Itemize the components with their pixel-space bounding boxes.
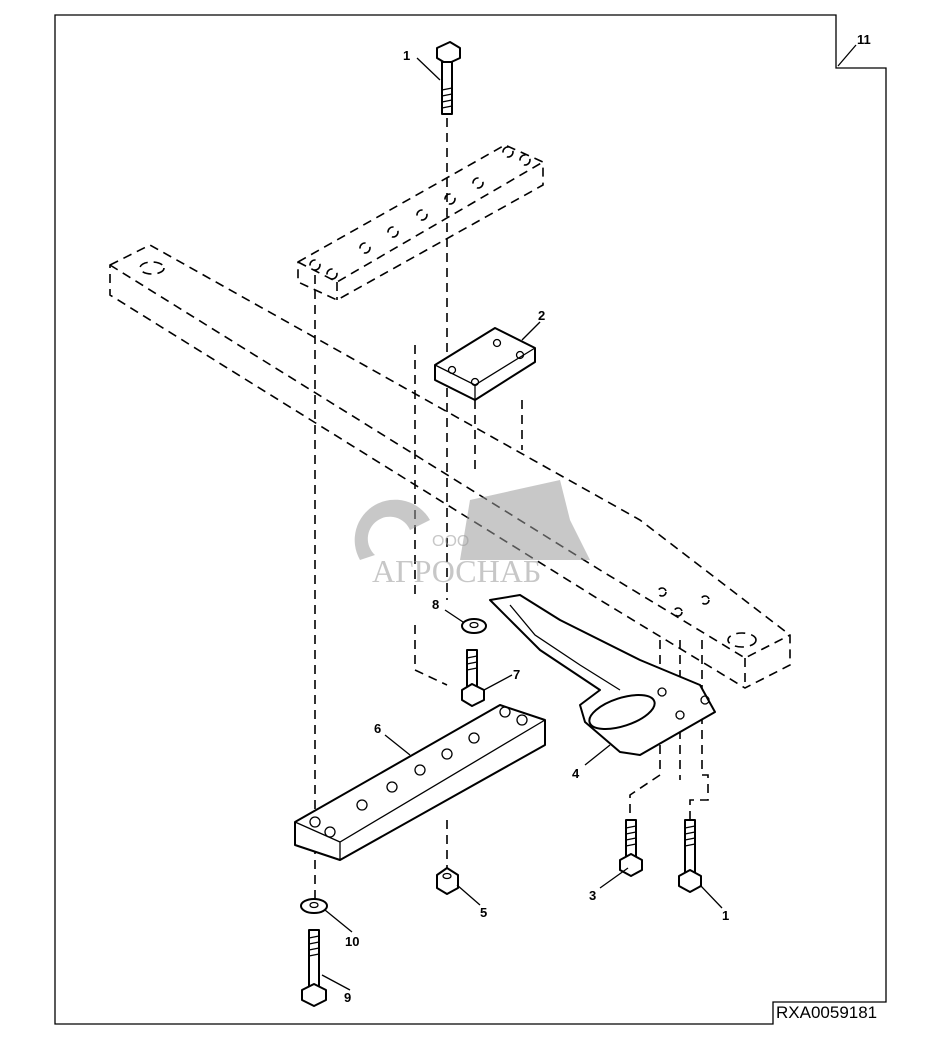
bar-part-6	[294, 704, 546, 861]
diagram-frame	[54, 14, 887, 1025]
callout-leaders	[321, 44, 857, 991]
plate-part-2	[434, 327, 536, 401]
figure-id-label: RXA0059181	[776, 1003, 878, 1022]
callout-9: 9	[344, 990, 351, 1005]
callout-2: 2	[538, 308, 545, 323]
callout-3: 3	[589, 888, 596, 903]
bolt-part-3	[619, 819, 643, 877]
callout-10: 10	[345, 934, 359, 949]
watermark-name: АГРОСНАБ	[372, 553, 541, 589]
callout-7: 7	[513, 667, 520, 682]
callout-11: 11	[857, 32, 871, 47]
washer-part-10	[300, 898, 328, 914]
callout-6: 6	[374, 721, 381, 736]
watermark-logo: ООО АГРОСНАБ	[354, 480, 590, 589]
callout-4: 4	[572, 766, 580, 781]
callout-1-bottom: 1	[722, 908, 729, 923]
bolt-part-1-bottom	[678, 819, 702, 893]
drawbar-part-4	[489, 594, 716, 756]
bolt-part-1-top	[436, 41, 461, 115]
upper-mount-bar-phantom	[297, 144, 544, 301]
washer-part-8	[461, 618, 487, 634]
bolt-part-9	[301, 929, 327, 1007]
callout-1-top: 1	[403, 48, 410, 63]
callout-5: 5	[480, 905, 487, 920]
watermark-prefix: ООО	[432, 533, 469, 550]
nut-part-5	[436, 867, 459, 895]
tractor-frame-rail-phantom	[109, 244, 791, 689]
bolt-part-7	[461, 649, 485, 707]
callout-8: 8	[432, 597, 439, 612]
